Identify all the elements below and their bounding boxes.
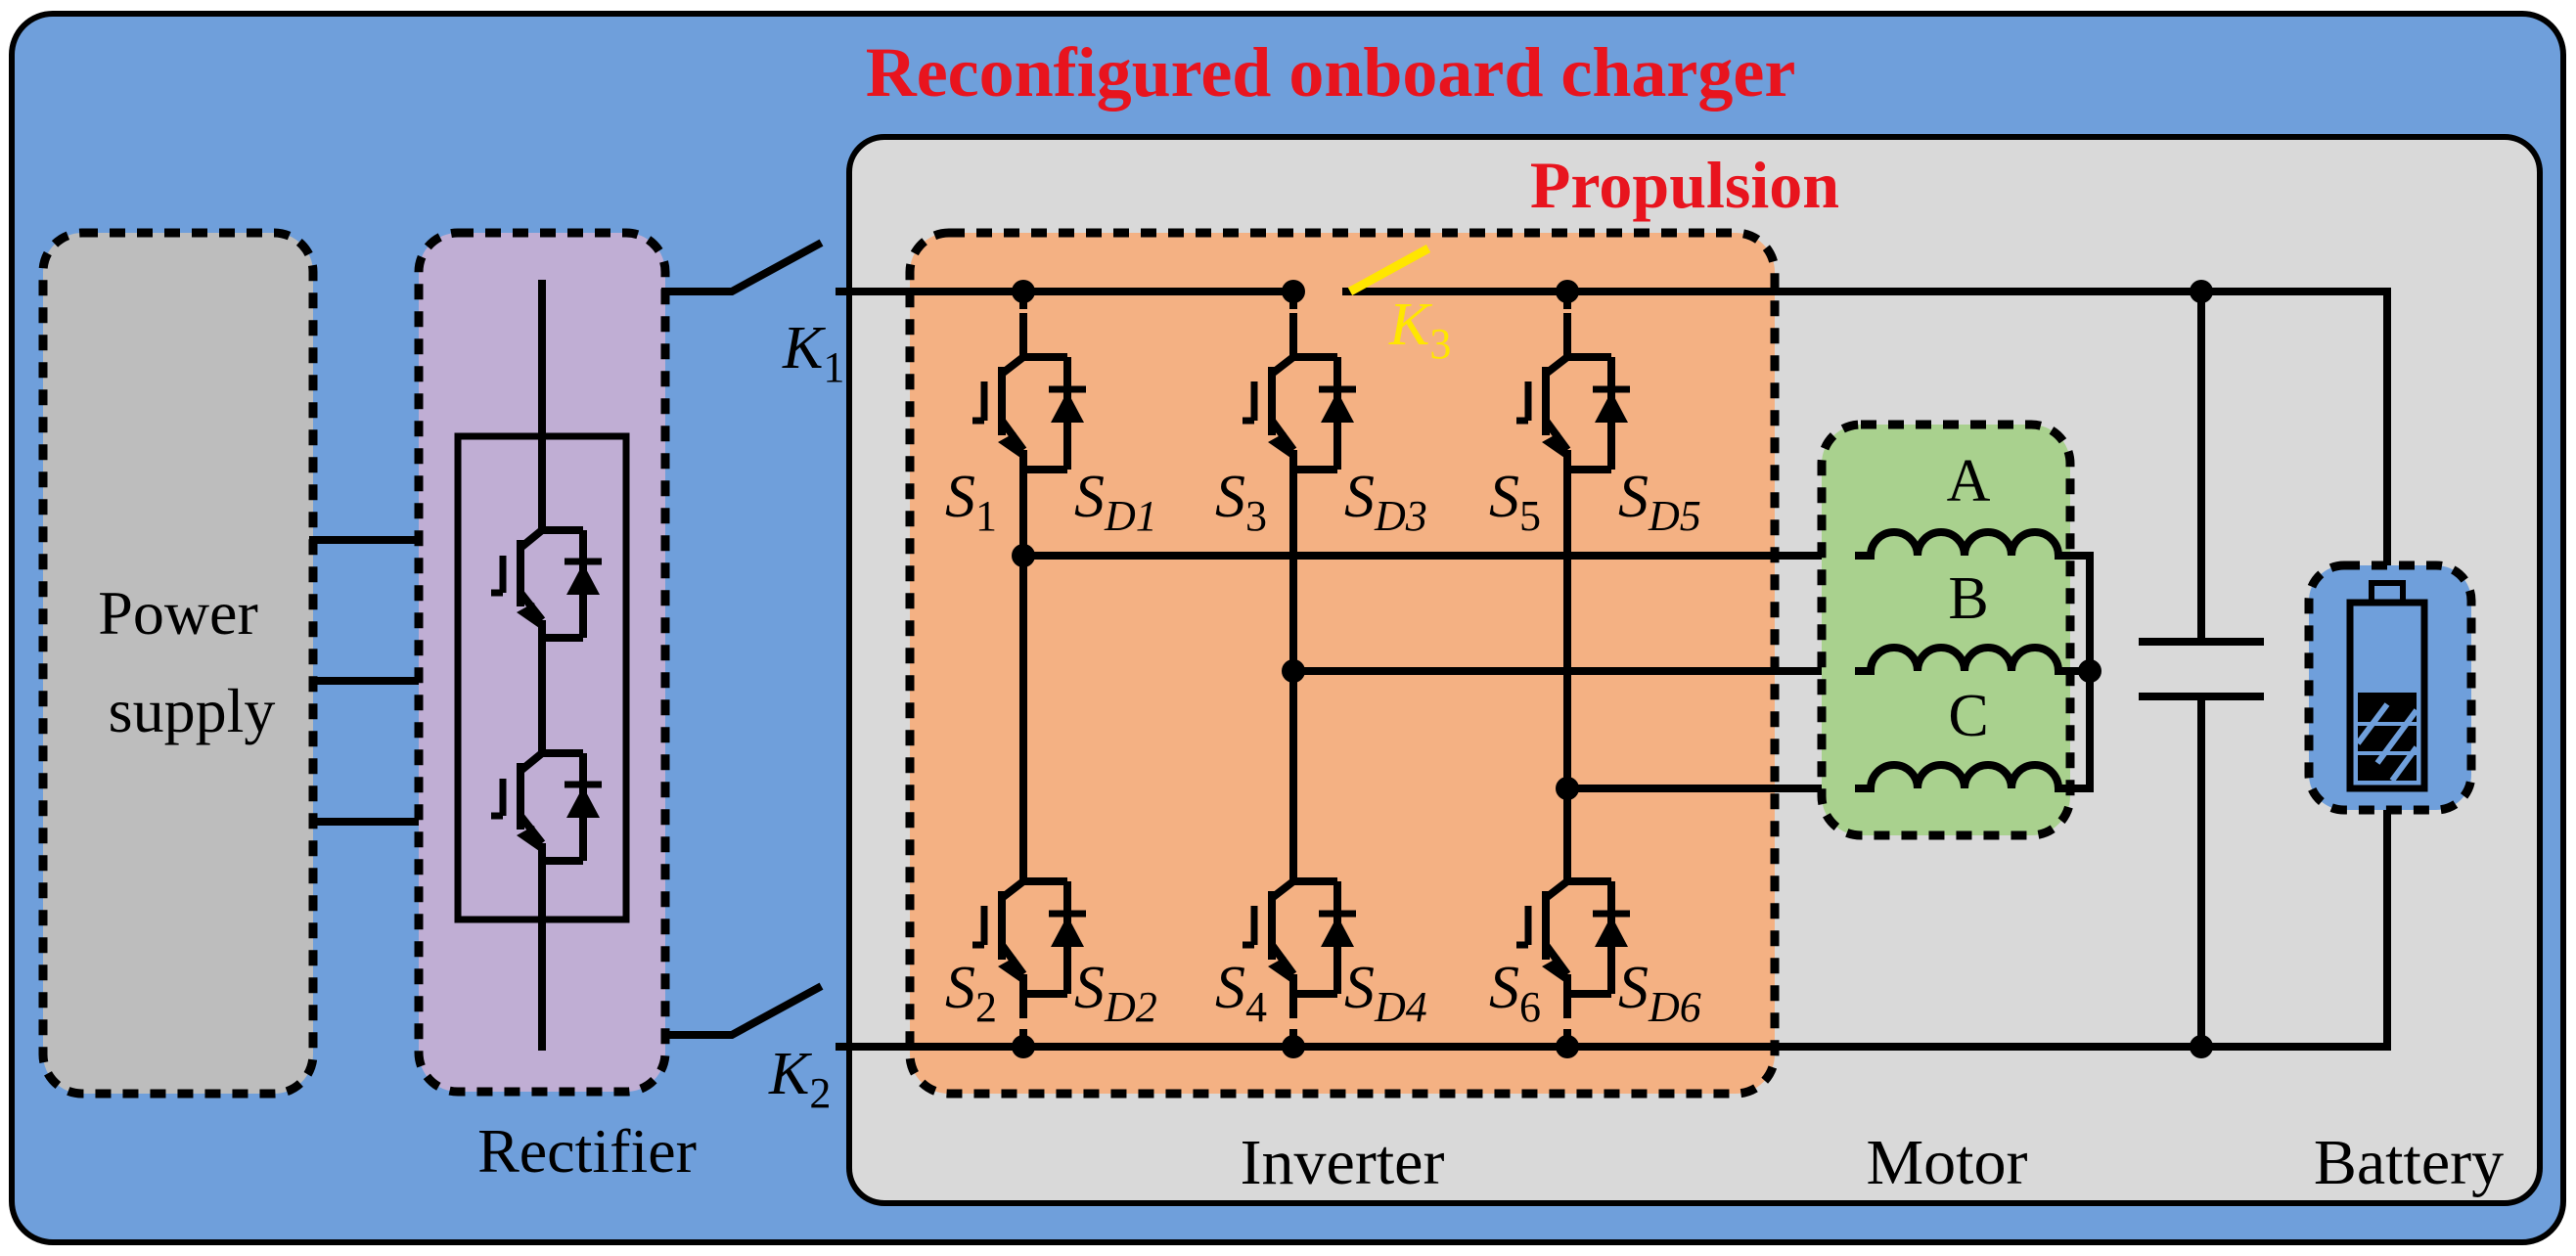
igbt-s1 [945, 309, 1102, 505]
igbt-s2 [945, 833, 1102, 1029]
battery-label: Battery [2314, 1127, 2504, 1198]
motor-block [1817, 420, 2075, 840]
title-text: Reconfigured onboard charger [866, 33, 1796, 112]
igbt-s5 [1489, 309, 1646, 505]
k1-switch [661, 239, 824, 295]
phase-c-label: C [1948, 683, 1988, 749]
k2-label: K2 [768, 1041, 831, 1117]
label-s1: S1 [945, 464, 997, 540]
k2-switch [661, 982, 824, 1039]
coil-c [1855, 761, 2094, 792]
inverter-label: Inverter [1241, 1127, 1445, 1198]
k1-label: K1 [782, 315, 844, 391]
label-sd4: SD4 [1344, 955, 1427, 1031]
label-sd2: SD2 [1074, 955, 1157, 1031]
battery-icon [2346, 580, 2428, 792]
label-s3: S3 [1215, 464, 1267, 540]
label-s6: S6 [1489, 955, 1541, 1031]
k3-label: K3 [1388, 292, 1451, 368]
rectifier-label: Rectifier [477, 1116, 697, 1186]
label-s5: S5 [1489, 464, 1541, 540]
igbt-s6 [1489, 833, 1646, 1029]
phase-b-label: B [1948, 565, 1988, 632]
power-supply-block [38, 228, 318, 1099]
label-s4: S4 [1215, 955, 1267, 1031]
k3-switch [1347, 245, 1431, 295]
label-s2: S2 [945, 955, 997, 1031]
motor-label: Motor [1867, 1127, 2028, 1198]
label-sd1: SD1 [1074, 464, 1157, 540]
power-supply-label-line2: supply [109, 676, 276, 745]
phase-a-label: A [1947, 448, 1991, 515]
igbt-s3 [1215, 309, 1372, 505]
coil-a [1855, 528, 2094, 560]
igbt-s4 [1215, 833, 1372, 1029]
label-sd3: SD3 [1344, 464, 1427, 540]
propulsion-label: Propulsion [1530, 148, 1839, 222]
igbt-labels: S1 SD1 S3 SD3 S5 SD5 S2 SD2 S4 SD4 S6 SD… [945, 464, 1701, 1031]
label-sd5: SD5 [1618, 464, 1701, 540]
coil-b [1855, 644, 2094, 675]
label-sd6: SD6 [1618, 955, 1701, 1031]
power-supply-label-line1: Power [98, 578, 258, 648]
junction-nodes [1012, 280, 2213, 1058]
